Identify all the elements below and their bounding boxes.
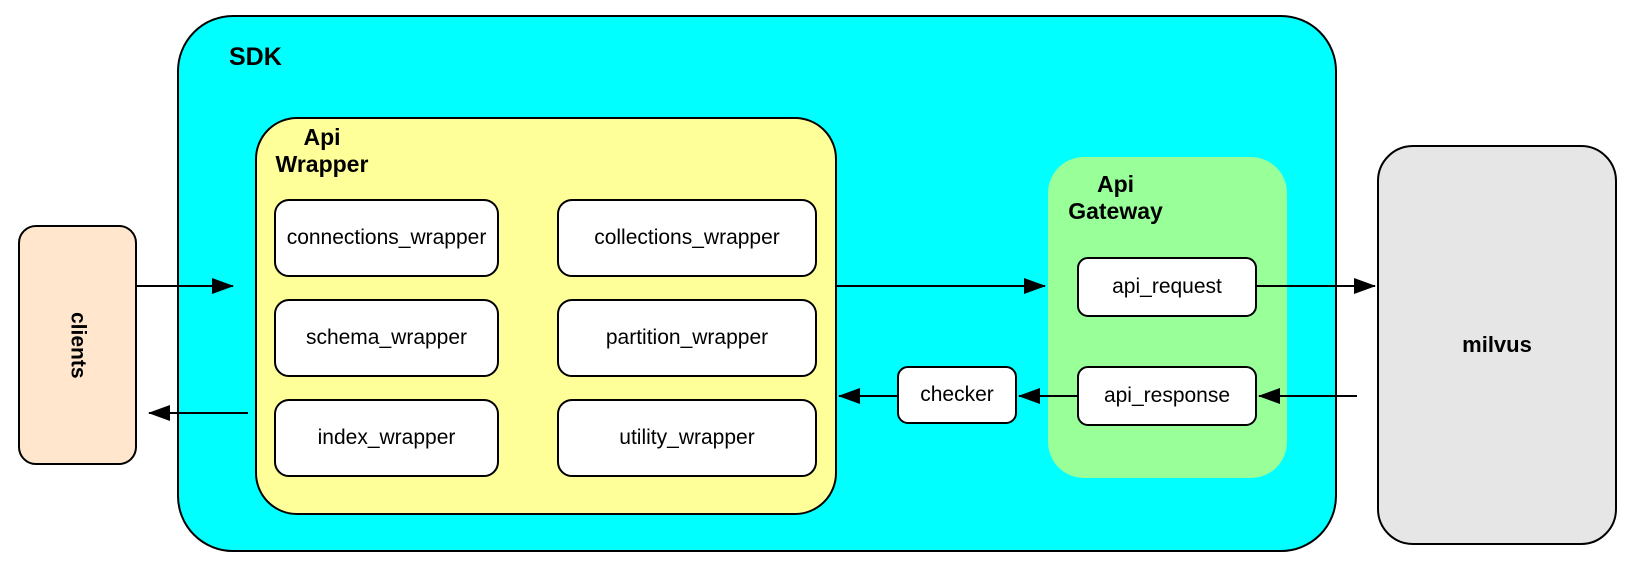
wrapper-box-utility-label: utility_wrapper [619, 426, 755, 449]
api-gateway-label: Api Gateway [1058, 171, 1173, 225]
wrapper-box-index-label: index_wrapper [317, 426, 456, 449]
wrapper-box-schema: schema_wrapper [274, 299, 499, 377]
api-wrapper-label-line2: Wrapper [275, 151, 369, 177]
api-wrapper-label: Api Wrapper [269, 124, 375, 178]
checker-label: checker [920, 383, 994, 406]
milvus-label: milvus [1462, 332, 1532, 357]
wrapper-box-partition-label: partition_wrapper [605, 326, 769, 349]
wrapper-box-collections-label: collections_wrapper [594, 226, 780, 249]
wrapper-box-schema-label: schema_wrapper [305, 326, 468, 349]
milvus-node: milvus [1377, 145, 1617, 545]
wrapper-box-connections-label: connections_wrapper [286, 226, 487, 249]
api-gateway-label-line1: Api [1096, 171, 1135, 197]
api-request-label: api_request [1112, 275, 1222, 298]
wrapper-box-collections: collections_wrapper [557, 199, 817, 277]
api-wrapper-container: Api Wrapper connections_wrapper collecti… [255, 117, 837, 515]
api-response-label: api_response [1103, 384, 1231, 407]
api-gateway-container: Api Gateway api_request api_response [1048, 157, 1287, 478]
api-response-node: api_response [1077, 366, 1257, 426]
wrapper-box-partition: partition_wrapper [557, 299, 817, 377]
wrapper-box-utility: utility_wrapper [557, 399, 817, 477]
checker-node: checker [897, 366, 1017, 424]
api-request-node: api_request [1077, 257, 1257, 317]
sdk-label: SDK [229, 43, 282, 71]
api-gateway-label-line2: Gateway [1068, 198, 1163, 224]
api-wrapper-label-line1: Api [303, 124, 341, 150]
wrapper-box-index: index_wrapper [274, 399, 499, 477]
clients-label: clients [66, 311, 90, 379]
clients-node: clients [18, 225, 137, 465]
wrapper-box-connections: connections_wrapper [274, 199, 499, 277]
